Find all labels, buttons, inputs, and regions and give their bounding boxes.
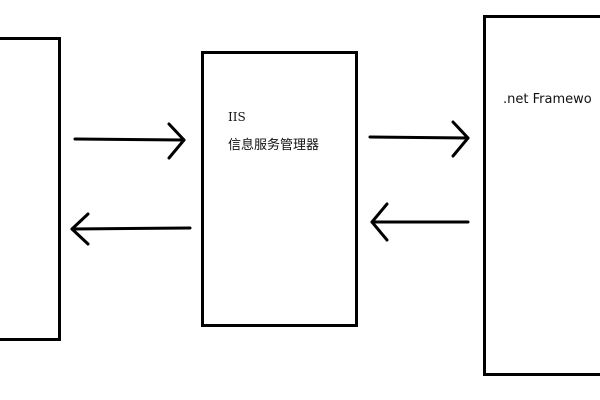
arrow-client-to-iis xyxy=(73,122,186,160)
client-box xyxy=(0,37,61,341)
arrow-iis-to-net xyxy=(368,120,470,158)
net-framework-box: .net Framewo xyxy=(483,15,600,376)
arrow-iis-to-client xyxy=(70,212,192,246)
iis-box: IIS 信息服务管理器 xyxy=(201,51,358,327)
net-framework-title: .net Framewo xyxy=(503,92,592,107)
iis-subtitle: 信息服务管理器 xyxy=(228,138,320,153)
arrow-net-to-iis xyxy=(370,202,470,242)
iis-title: IIS xyxy=(228,110,246,124)
